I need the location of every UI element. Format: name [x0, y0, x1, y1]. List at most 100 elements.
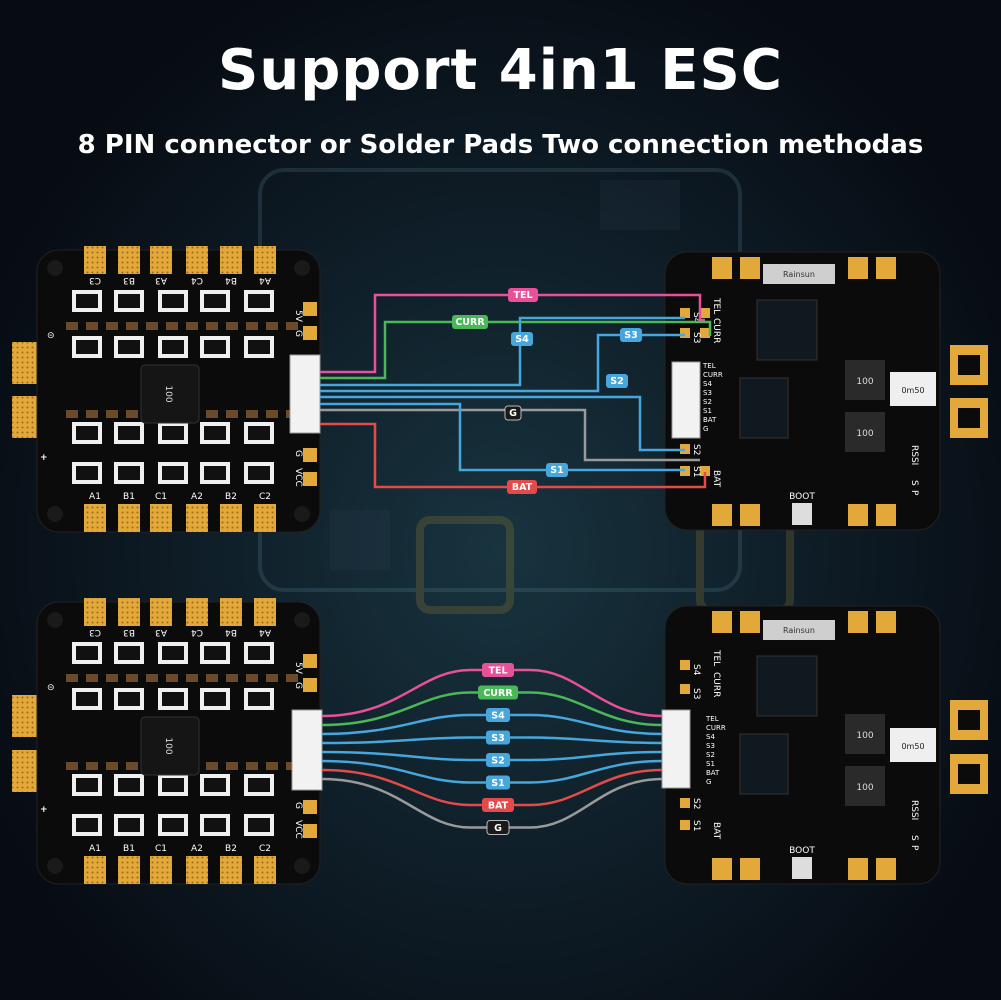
mosfet-body [118, 818, 140, 832]
esc-pad-b2 [220, 504, 242, 532]
fc-connector-labels-top: TEL CURR S4 S3 S2 S1 BAT G [702, 362, 723, 433]
tag-label-g-bottom: G [494, 823, 502, 834]
mosfet-body [118, 778, 140, 792]
fc-conn-s1: S1 [703, 407, 712, 415]
esc-pad-label-a4: A4 [259, 627, 271, 637]
esc-pad-a1 [84, 504, 106, 532]
mosfet-body [248, 818, 270, 832]
mosfet-body [162, 294, 184, 308]
esc-pad-label-a3: A3 [155, 275, 167, 285]
esc-pad-c2 [254, 856, 276, 884]
fc-connector-labels-bottom: TEL CURR S4 S3 S2 S1 BAT G [705, 715, 726, 786]
fc-inductor-1b: 100 [856, 731, 873, 741]
fc-side-label-p-2: P [909, 845, 919, 851]
smd-part [126, 322, 138, 330]
esc-pad-c4 [186, 246, 208, 274]
tag-label-s1-bottom: S1 [491, 778, 504, 789]
mosfet-body [162, 692, 184, 706]
tag-label-s3-bottom: S3 [491, 733, 504, 744]
fc-side-label-s-2: S [909, 835, 919, 841]
power-icon-2: ⊝ [47, 683, 55, 693]
smd-part [166, 674, 178, 682]
esc-pad-label-c4: C4 [191, 275, 203, 285]
tag-tel-top: TEL [508, 288, 538, 302]
esc-pad-label-b3: B3 [123, 275, 135, 285]
fc-pin-s4: S4 [691, 312, 701, 324]
smd-part [146, 674, 158, 682]
fc-pin-bat: BAT [711, 470, 721, 488]
esc-pad-a4 [254, 246, 276, 274]
esc-pad-b1 [118, 856, 140, 884]
esc-pad-b3 [118, 598, 140, 626]
esc-pad-label-c3: C3 [89, 275, 101, 285]
esc-pad-a2 [186, 504, 208, 532]
fc-inductor-2b: 100 [856, 783, 873, 793]
mosfet-body [248, 294, 270, 308]
fc-motor-pads-top [712, 257, 896, 526]
svg-text:S1: S1 [550, 465, 563, 476]
fc-conn-curr-2: CURR [706, 724, 726, 732]
wire-s4-bottom [321, 713, 663, 736]
wire-s1-bottom [321, 759, 663, 784]
fc-conn-tel: TEL [702, 362, 716, 370]
mosfet-body [248, 466, 270, 480]
smd-part [126, 762, 138, 770]
smd-part [206, 762, 218, 770]
wire-g [320, 408, 700, 462]
esc-pad-label-c4: C4 [191, 627, 203, 637]
mosfet-body [118, 294, 140, 308]
fc-conn-g: G [703, 425, 708, 433]
wire-s2-bottom [321, 750, 663, 762]
esc-pad-label-b2: B2 [225, 844, 237, 854]
smd-part [246, 322, 258, 330]
fc-pin-s3: S3 [691, 332, 701, 343]
mosfet-body [248, 646, 270, 660]
pad-label-vcc: VCC [293, 468, 303, 487]
tag-s4-bottom [486, 708, 510, 722]
wire-bat [320, 422, 707, 489]
fc-pin-s3-2: S3 [691, 688, 701, 699]
fc-pin-s4-2: S4 [691, 664, 701, 676]
esc-pad-label-a1: A1 [89, 492, 101, 502]
esc-pad-a3 [150, 246, 172, 274]
esc-pad-label-b4: B4 [225, 627, 237, 637]
esc-pad-c3 [84, 598, 106, 626]
tag-curr-bottom [478, 685, 518, 700]
mosfet-body [76, 426, 98, 440]
smd-part [106, 322, 118, 330]
mosfet-body [204, 340, 226, 354]
esc-pad-b2 [220, 856, 242, 884]
mosfet-body [162, 426, 184, 440]
svg-text:S4: S4 [515, 334, 529, 345]
smd-part [66, 410, 78, 418]
esc-pad-label-c3: C3 [89, 627, 101, 637]
mosfet-body [162, 466, 184, 480]
fc-pin-curr: CURR [711, 318, 721, 343]
smd-part [266, 762, 278, 770]
pad-label-g2: G [293, 450, 303, 457]
smd-part [286, 322, 298, 330]
fc-board-top: Rainsun 100 100 0m50 S4 S3 TEL CURR S2 S… [664, 251, 988, 531]
esc-pad-label-a1: A1 [89, 844, 101, 854]
esc-pad-label-a2: A2 [191, 492, 203, 502]
smd-part [86, 762, 98, 770]
esc-pad-label-b4: B4 [225, 275, 237, 285]
esc-pad-c4 [186, 598, 208, 626]
fc-pin-tel-2: TEL [711, 649, 721, 666]
svg-text:G: G [509, 408, 517, 419]
wires-top [320, 293, 712, 489]
tag-s1-bottom [486, 775, 510, 790]
smd-part [166, 322, 178, 330]
tag-label-tel-bottom: TEL [488, 666, 507, 677]
tag-g-bottom [486, 820, 510, 835]
mosfet-body [76, 466, 98, 480]
fc-motor-pads-bottom [712, 611, 896, 880]
mosfet-body [162, 778, 184, 792]
smd-part [126, 410, 138, 418]
wire-tags-top: TEL CURR S4 S3 S2 G S1 BAT [452, 288, 642, 494]
esc-pad-a1 [84, 856, 106, 884]
